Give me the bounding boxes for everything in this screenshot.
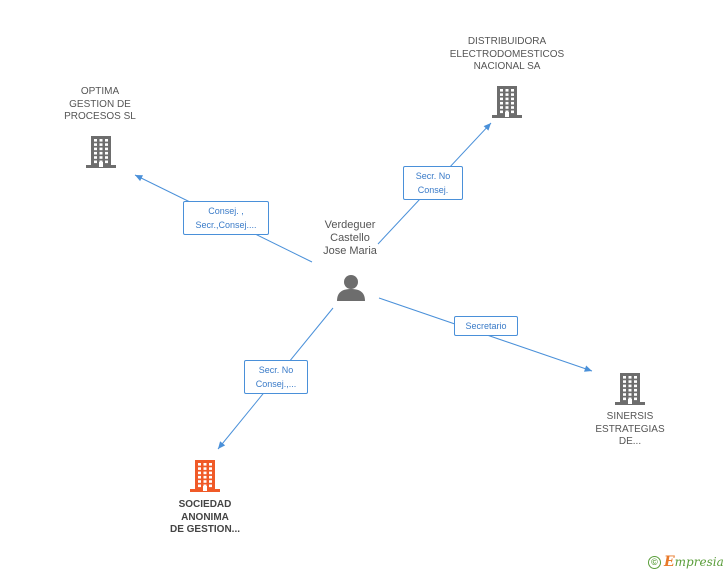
edge-line-sociedad-arrowhead xyxy=(218,441,226,449)
building-icon-optima[interactable] xyxy=(85,135,117,169)
person-name[interactable]: Verdeguer Castello Jose Maria xyxy=(323,219,377,257)
company-name-sinersis[interactable]: SINERSIS ESTRATEGIAS DE... xyxy=(595,411,665,447)
person-icon[interactable] xyxy=(336,273,366,301)
empresia-logo[interactable]: © Empresia xyxy=(648,553,724,571)
copyright-icon: © xyxy=(648,555,661,569)
building-icon-sociedad[interactable] xyxy=(189,459,221,493)
edge-line-sinersis-arrowhead xyxy=(584,365,592,372)
brand-name: Empresia xyxy=(664,554,724,570)
edge-label-distribuidora[interactable]: Secr. No Consej. xyxy=(403,166,463,200)
building-icon-distribuidora[interactable] xyxy=(491,85,523,119)
edge-label-sociedad[interactable]: Secr. No Consej.,... xyxy=(244,360,308,394)
company-name-optima[interactable]: OPTIMA GESTION DE PROCESOS SL xyxy=(64,86,136,122)
company-name-sociedad[interactable]: SOCIEDAD ANONIMA DE GESTION... xyxy=(169,499,240,535)
edge-line-distribuidora-arrowhead xyxy=(483,123,491,131)
company-name-distribuidora[interactable]: DISTRIBUIDORA ELECTRODOMESTICOS NACIONAL… xyxy=(449,36,565,72)
edge-label-sinersis[interactable]: Secretario xyxy=(454,316,518,336)
edge-label-optima[interactable]: Consej. , Secr.,Consej.... xyxy=(183,201,269,235)
edge-line-optima-arrowhead xyxy=(135,175,143,182)
building-icon-sinersis[interactable] xyxy=(614,372,646,406)
